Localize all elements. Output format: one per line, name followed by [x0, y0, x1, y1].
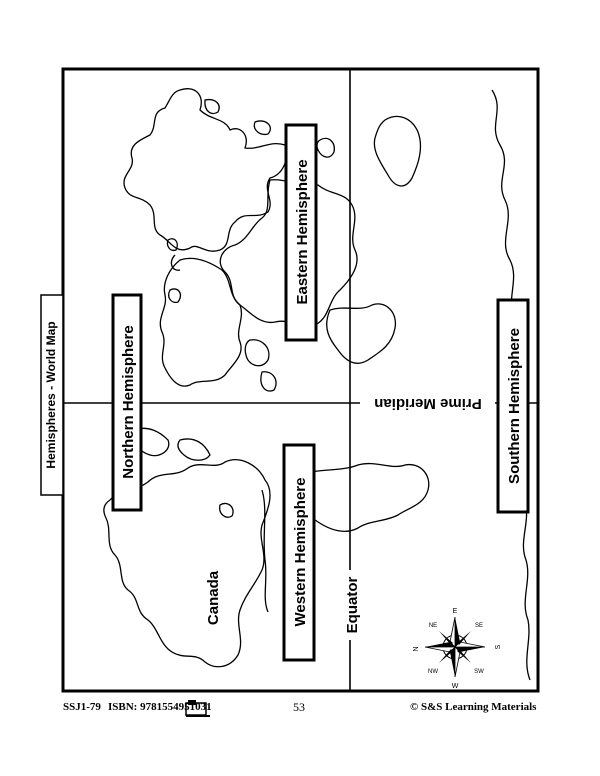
- compass-e: E: [453, 608, 458, 615]
- equator-label: Equator: [344, 577, 361, 634]
- southern-hemisphere-label: Southern Hemisphere: [506, 328, 523, 484]
- compass-rose-icon: N S E W NE SE NW SW: [413, 608, 502, 690]
- western-hemisphere-box: Western Hemisphere: [282, 443, 316, 662]
- western-hemisphere-label: Western Hemisphere: [292, 478, 309, 627]
- footer-copyright: © S&S Learning Materials: [410, 701, 537, 713]
- page-number: 53: [293, 700, 305, 714]
- footer-isbn: ISBN: 9781554951031: [108, 701, 212, 713]
- compass-nw: NW: [428, 669, 438, 675]
- compass-ne: NE: [429, 623, 437, 629]
- compass-sw: SW: [474, 669, 484, 675]
- compass-s: S: [495, 644, 502, 649]
- eastern-hemisphere-box: Eastern Hemisphere: [284, 123, 318, 342]
- compass-w: W: [452, 683, 459, 690]
- northern-hemisphere-label: Northern Hemisphere: [120, 325, 137, 478]
- southern-hemisphere-box: Southern Hemisphere: [496, 298, 530, 514]
- footer-code: SSJ1-79: [63, 701, 101, 713]
- northern-hemisphere-box: Northern Hemisphere: [111, 293, 143, 512]
- compass-se: SE: [475, 623, 483, 629]
- canada-label: Canada: [205, 570, 222, 625]
- map-title: Hemispheres - World Map: [44, 321, 58, 468]
- eastern-hemisphere-label: Eastern Hemisphere: [294, 159, 311, 304]
- compass-n: N: [413, 646, 420, 651]
- title-box: Hemispheres - World Map: [40, 294, 64, 496]
- publisher-logo-icon: [185, 700, 210, 717]
- prime-meridian-label: Prime Meridian: [374, 395, 482, 412]
